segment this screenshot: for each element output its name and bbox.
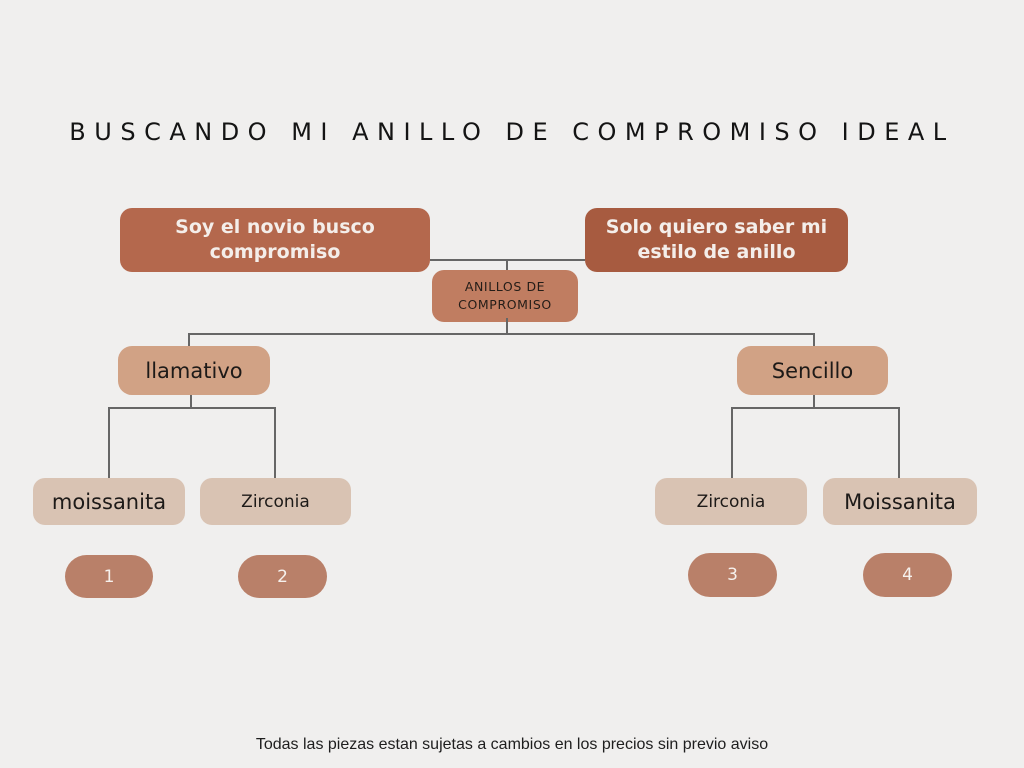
connector-line xyxy=(188,333,814,335)
node-solo-quiero-saber: Solo quiero saber mi estilo de anillo xyxy=(585,208,848,272)
number-badge-2: 2 xyxy=(238,555,327,598)
number-badge-1: 1 xyxy=(65,555,153,598)
node-llamativo: llamativo xyxy=(118,346,270,395)
connector-line xyxy=(274,407,276,478)
node-soy-el-novio: Soy el novio busco compromiso xyxy=(120,208,430,272)
connector-line xyxy=(506,259,508,270)
number-badge-4: 4 xyxy=(863,553,952,597)
node-anillos-de-compromiso: ANILLOS DE COMPROMISO xyxy=(432,270,578,322)
connector-line xyxy=(731,407,899,409)
number-badge-3: 3 xyxy=(688,553,777,597)
node-zirconia-right: Zirconia xyxy=(655,478,807,525)
connector-line xyxy=(430,259,585,261)
connector-line xyxy=(506,318,508,334)
connector-line xyxy=(898,407,900,478)
disclaimer-text: Todas las piezas estan sujetas a cambios… xyxy=(255,736,769,753)
connector-line xyxy=(190,395,192,407)
connector-line xyxy=(188,333,190,346)
connector-line xyxy=(813,333,815,346)
connector-line xyxy=(731,407,733,478)
node-zirconia-left: Zirconia xyxy=(200,478,351,525)
node-moissanita-right: Moissanita xyxy=(823,478,977,525)
page-title: BUSCANDO MI ANILLO DE COMPROMISO IDEAL xyxy=(69,118,955,146)
connector-line xyxy=(108,407,275,409)
node-sencillo: Sencillo xyxy=(737,346,888,395)
connector-line xyxy=(813,395,815,407)
node-moissanita-left: moissanita xyxy=(33,478,185,525)
connector-line xyxy=(108,407,110,478)
